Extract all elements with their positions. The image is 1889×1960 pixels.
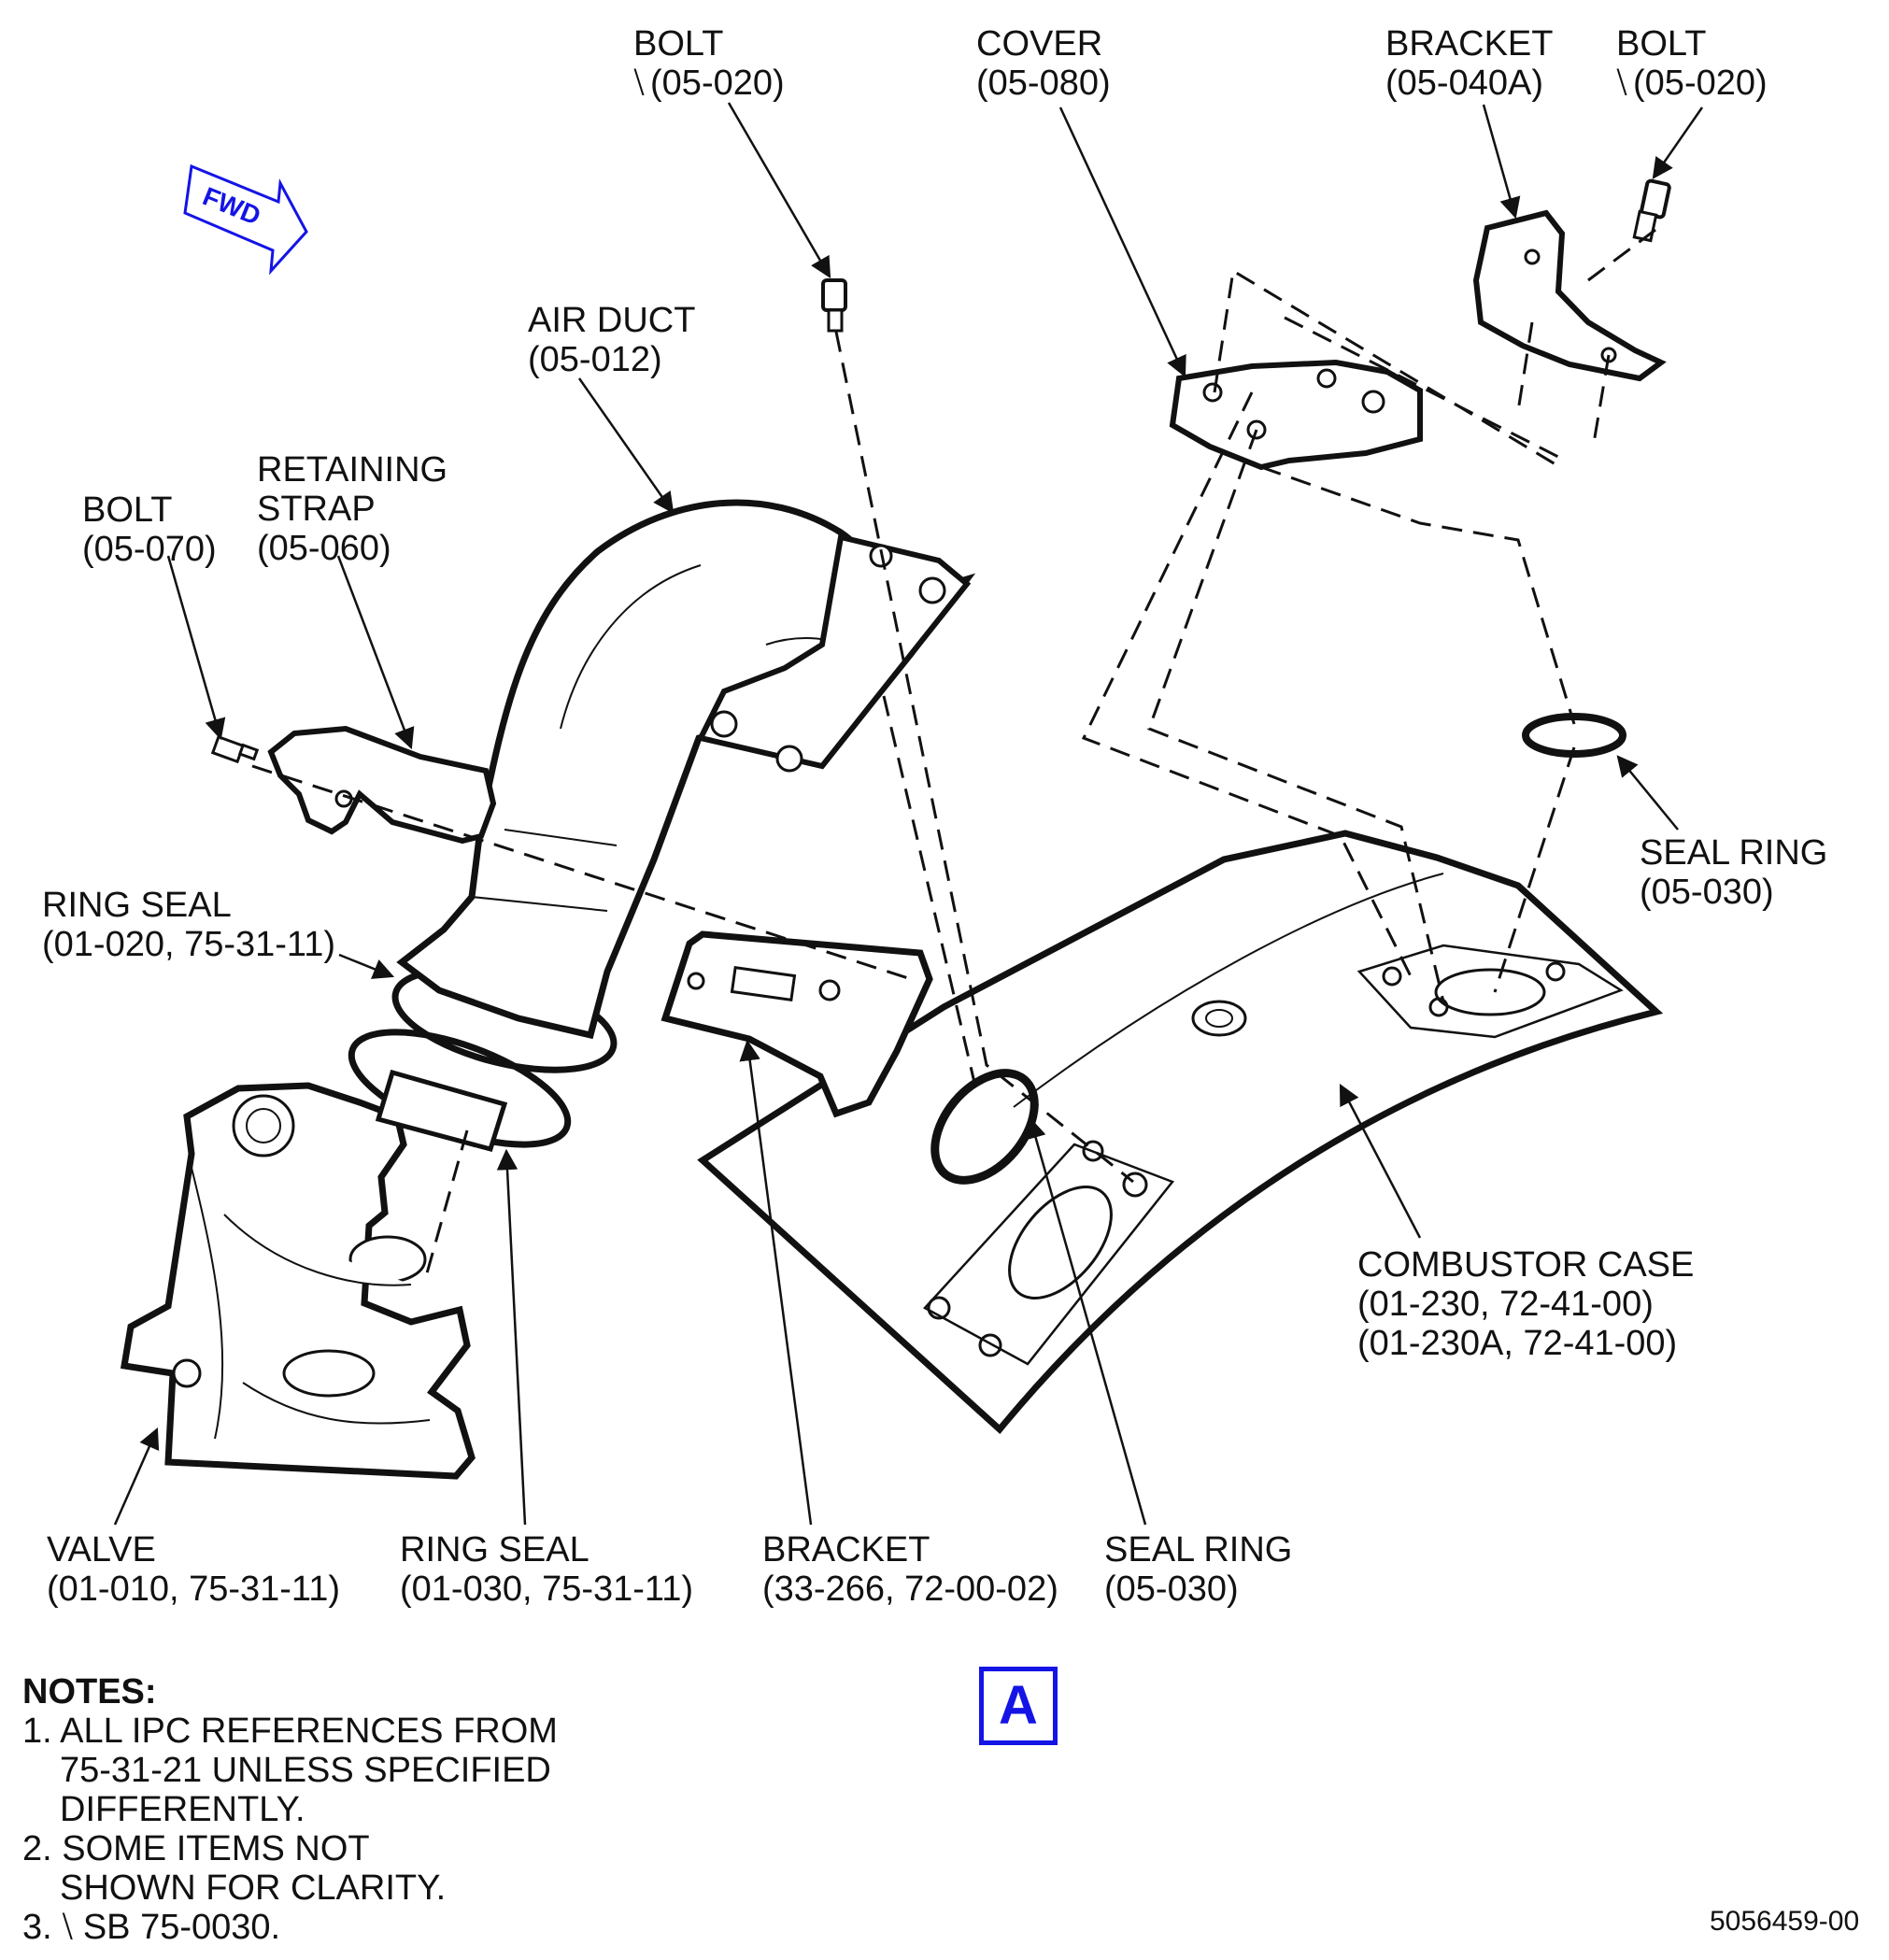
label-bracket-top-name: BRACKET [1385,24,1554,64]
note-1-line2: 75-31-21 UNLESS SPECIFIED [60,1751,551,1790]
cover-shape [1169,359,1423,471]
label-seal-ring-lower: SEAL RING (05-030) [1104,1530,1292,1609]
label-cover: COVER (05-080) [976,24,1111,103]
bracket-lower-shape [660,930,933,1118]
valve-shape [120,1082,476,1480]
label-retaining-strap-ref: (05-060) [257,529,391,568]
notes-title: NOTES: [22,1672,157,1711]
note-2-line2: SHOWN FOR CLARITY. [60,1868,447,1908]
label-valve-ref: (01-010, 75-31-11) [47,1569,341,1609]
label-combustor-case-name: COMBUSTOR CASE [1357,1245,1695,1285]
note-2-line1: 2. SOME ITEMS NOT [22,1829,370,1868]
label-combustor-case-ref2: (01-230A, 72-41-00) [1357,1324,1678,1363]
label-air-duct-ref: (05-012) [528,340,662,379]
label-seal-ring-lower-name: SEAL RING [1104,1530,1293,1569]
label-seal-ring-lower-ref: (05-030) [1104,1569,1239,1609]
label-bolt-right-ref: ⧵(05-020) [1616,64,1768,103]
label-retaining-strap-line1: RETAINING [257,450,448,490]
label-bolt-top-name: BOLT [633,24,724,64]
label-ring-seal-lower-name: RING SEAL [400,1530,589,1569]
combustor-case [697,830,1664,1435]
fwd-arrow [183,163,308,276]
label-retaining-strap-line2: STRAP [257,490,376,529]
label-valve-name: VALVE [47,1530,156,1569]
label-bolt-left-name: BOLT [82,490,173,530]
bolt-top-shape [821,278,847,333]
label-ring-seal-lower-ref: (01-030, 75-31-11) [400,1569,694,1609]
note-1-line3: DIFFERENTLY. [60,1790,305,1829]
label-air-duct: AIR DUCT (05-012) [528,301,695,379]
label-bolt-top-ref: ⧵(05-020) [633,64,785,103]
label-cover-ref: (05-080) [976,64,1111,103]
retaining-strap-shape [267,725,497,845]
label-bracket-lower-ref: (33-266, 72-00-02) [762,1569,1058,1609]
label-bolt-top: BOLT ⧵(05-020) [633,24,785,103]
label-bolt-left: BOLT (05-070) [82,490,217,569]
label-seal-ring-right-name: SEAL RING [1640,833,1828,873]
note-1-line1: 1. ALL IPC REFERENCES FROM [22,1711,558,1751]
label-combustor-case: COMBUSTOR CASE (01-230, 72-41-00) (01-23… [1357,1245,1694,1363]
label-valve: VALVE (01-010, 75-31-11) [47,1530,340,1609]
bolt-left-shape [210,734,260,764]
label-ring-seal-lower: RING SEAL (01-030, 75-31-11) [400,1530,693,1609]
label-bracket-top: BRACKET (05-040A) [1385,24,1553,103]
view-label-box: A [979,1667,1058,1745]
label-bracket-top-ref: (05-040A) [1385,64,1543,103]
label-combustor-case-ref1: (01-230, 72-41-00) [1357,1285,1654,1324]
seal-ring-right-shape [1522,713,1626,758]
label-air-duct-name: AIR DUCT [528,301,696,340]
notes-block: NOTES: 1. ALL IPC REFERENCES FROM 75-31-… [22,1672,558,1947]
ring-seal-clamp [375,1069,508,1153]
document-number: 5056459-00 [1710,1906,1860,1937]
label-seal-ring-right: SEAL RING (05-030) [1640,833,1827,912]
seal-ring-lower-shape [930,1069,1039,1185]
label-bolt-left-ref: (05-070) [82,530,217,569]
label-seal-ring-right-ref: (05-030) [1640,873,1774,912]
label-ring-seal-upper: RING SEAL (01-020, 75-31-11) [42,886,335,964]
label-retaining-strap: RETAINING STRAP (05-060) [257,450,447,568]
explode-lines [251,222,1664,1281]
air-duct-shape [396,499,976,1040]
label-cover-name: COVER [976,24,1103,64]
leader-lines [113,102,1704,1526]
note-3: 3. ⧵ SB 75-0030. [22,1908,281,1947]
label-bracket-lower-name: BRACKET [762,1530,930,1569]
label-bracket-lower: BRACKET (33-266, 72-00-02) [762,1530,1058,1609]
label-bolt-right-name: BOLT [1616,24,1707,64]
label-ring-seal-upper-name: RING SEAL [42,886,232,925]
label-ring-seal-upper-ref: (01-020, 75-31-11) [42,925,336,964]
label-bolt-right: BOLT ⧵(05-020) [1616,24,1768,103]
